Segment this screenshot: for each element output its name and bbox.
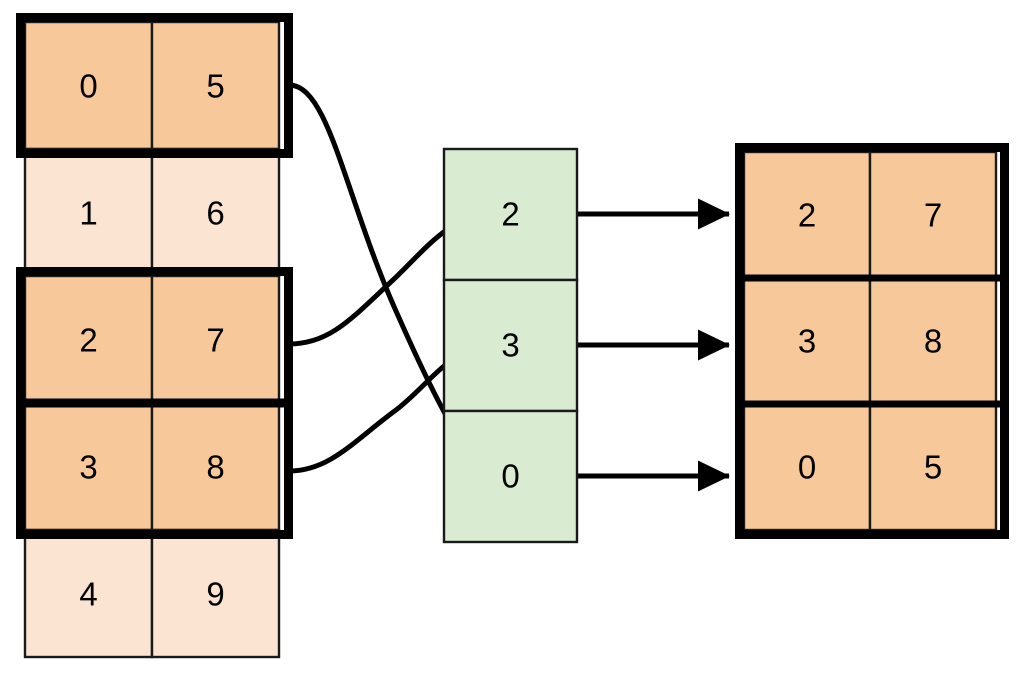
source-value-r0c0: 0 [79,68,97,105]
result-value-r0c0: 2 [798,197,816,234]
index-array: 2 3 0 [442,147,579,544]
result-value-r1c1: 8 [924,323,942,360]
result-value-r0c1: 7 [924,197,942,234]
result-value-r2c1: 5 [924,449,942,486]
source-value-r2c0: 2 [79,322,97,359]
source-cell-r2c1[interactable] [150,274,281,405]
result-array: 2 7 3 8 0 5 [735,143,1009,539]
source-value-r2c1: 7 [206,322,224,359]
source-value-r0c1: 5 [206,68,224,105]
index-value-0: 2 [501,196,519,233]
source-cell-r4c1[interactable] [150,528,281,659]
result-value-r2c0: 0 [798,449,816,486]
source-value-r3c1: 8 [206,449,224,486]
source-cell-r0c1[interactable] [150,20,281,151]
source-value-r3c0: 3 [79,449,97,486]
index-cell-1[interactable] [442,278,579,413]
source-value-r1c1: 6 [206,195,224,232]
source-value-r1c0: 1 [79,195,97,232]
source-value-r4c0: 4 [79,576,97,613]
source-value-r4c1: 9 [206,576,224,613]
source-cell-r4c0[interactable] [23,528,154,659]
index-value-1: 3 [501,327,519,364]
source-cell-r0c0[interactable] [23,20,154,151]
index-cell-0[interactable] [442,147,579,282]
index-value-2: 0 [501,458,519,495]
source-cell-r3c1[interactable] [150,401,281,532]
arrow-group [578,198,731,492]
result-cell-r1c0[interactable] [742,276,872,406]
source-cell-r1c1[interactable] [150,147,281,278]
source-array: 0 5 1 6 2 7 3 8 4 9 [16,13,293,659]
result-table-highlight [735,143,1009,539]
result-value-r1c0: 3 [798,323,816,360]
result-cell-r1c1[interactable] [868,276,998,406]
source-row-highlight-0 [16,13,293,158]
index-cell-2[interactable] [442,409,579,544]
